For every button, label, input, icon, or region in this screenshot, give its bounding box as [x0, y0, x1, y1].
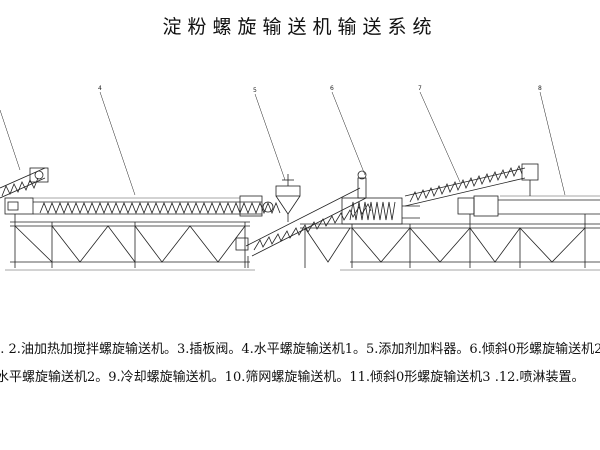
callout-8: 8	[538, 85, 542, 92]
diagram-title: 淀粉螺旋输送机输送系统	[162, 16, 438, 38]
inclined-conveyor-2	[235, 187, 372, 268]
support-frame-1	[5, 214, 255, 271]
caption-line-1: 1. 2.油加热加搅拌螺旋输送机。3.插板阀。4.水平螺旋输送机1。5.添加剂加…	[0, 342, 600, 357]
inclined-conveyor-3	[404, 163, 539, 207]
additive-feeder	[275, 174, 301, 222]
horizontal-conveyor-1	[4, 195, 281, 217]
callout-5: 5	[253, 87, 257, 94]
callout-labels: 4 5 6 7 8	[98, 85, 542, 94]
cooling-conveyor	[457, 195, 600, 217]
caption-line-2: 水平螺旋输送机2。9.冷却螺旋输送机。10.筛网螺旋输送机。11.倾斜0形螺旋输…	[0, 370, 585, 385]
callout-6: 6	[330, 85, 334, 92]
support-frame-2	[300, 214, 600, 271]
leader-lines	[0, 91, 566, 196]
callout-7: 7	[418, 85, 422, 92]
oil-heating-conveyor	[0, 167, 49, 199]
callout-4: 4	[98, 85, 102, 92]
